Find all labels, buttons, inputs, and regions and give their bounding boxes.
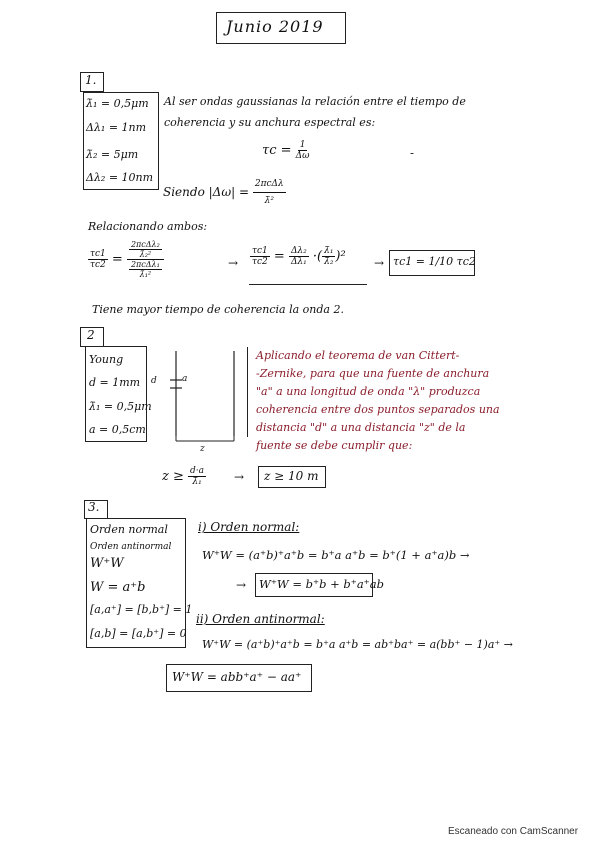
s3-i-result: W⁺W = b⁺b + b⁺a⁺ab — [259, 577, 384, 591]
scanner-watermark: Escaneado con CamScanner — [448, 826, 579, 837]
s2-eq-num: d·a — [188, 466, 207, 477]
s1-underline — [249, 284, 367, 285]
s3-i-eq: W⁺W = (a⁺b)⁺a⁺b = b⁺a a⁺b = b⁺(1 + a⁺a)b… — [202, 548, 470, 562]
s1-siendo-num: 2πcΔλ — [252, 176, 286, 193]
s3-i-arrow: → — [236, 578, 247, 592]
s1-eq-tc-den: Δω — [295, 151, 310, 161]
s2-data-2: λ̄₁ = 0,5μm — [89, 400, 152, 413]
s3-data-4: [a,a⁺] = [b,b⁺] = 1 — [90, 603, 193, 616]
s3-ii-result: W⁺W = abb⁺a⁺ − aa⁺ — [172, 670, 302, 684]
page-title: Junio 2019 — [226, 17, 324, 36]
s3-i-result-box — [255, 573, 373, 597]
s1-arrow-2: → — [374, 256, 385, 270]
s1-r-left-num: τc1 — [88, 249, 108, 260]
s1-r2-equals: = — [273, 249, 285, 264]
s2-result: z ≥ 10 m — [264, 469, 319, 483]
s3-data-0: Orden normal — [90, 523, 168, 536]
s1-r2-den: Δλ₁ — [290, 257, 307, 267]
s1-r2-num: Δλ₂ — [288, 246, 309, 257]
diagram-label-d: d — [151, 376, 157, 386]
section-3-data-box — [86, 518, 186, 648]
s2-eq-left: z ≥ — [162, 469, 184, 484]
s1-data-0: λ̄₁ = 0,5μm — [86, 97, 149, 110]
s2-result-box — [258, 466, 326, 488]
s3-data-3: W = a⁺b — [90, 580, 146, 595]
s1-r-mid-num-den: λ̄₂² — [139, 250, 152, 259]
s1-r-mid-den-den: λ̄₁² — [139, 270, 152, 279]
s2-text-2: "a" a una longitud de onda "λ" produzca — [256, 385, 481, 398]
s3-ii-result-box — [166, 664, 312, 692]
s2-text-4: distancia "d" a una distancia "z" de la — [256, 421, 466, 434]
s2-arrow: → — [234, 470, 245, 484]
s1-equals-sign: = — [111, 252, 123, 267]
s1-siendo-frac: 2πcΔλ λ̄² — [252, 176, 286, 209]
section-1-number: 1. — [85, 73, 97, 87]
s2-text-3: coherencia entre dos puntos separados un… — [256, 403, 500, 416]
young-diagram — [170, 351, 235, 442]
s1-eq-tc-left: τc = — [262, 143, 292, 158]
title-box — [216, 12, 346, 44]
diagram-label-a: a — [182, 374, 188, 384]
s2-eq-den: λ̄₁ — [192, 477, 202, 487]
section-1-number-box — [80, 72, 104, 92]
s1-text-1: Al ser ondas gaussianas la relación entr… — [164, 95, 466, 108]
s1-r-mid-den-num: 2πcΔλ₁ — [128, 260, 162, 270]
s1-r2-left-num: τc1 — [250, 246, 270, 257]
s1-text-2: coherencia y su anchura espectral es: — [164, 116, 376, 129]
s2-text-5: fuente se debe cumplir que: — [256, 439, 413, 452]
s1-r2-left-den: τc2 — [252, 257, 268, 267]
s1-r-mid-num-num: 2πcΔλ₂ — [128, 240, 162, 250]
s1-result-box — [389, 250, 475, 276]
s3-i-label: i) Orden normal: — [198, 520, 300, 534]
s1-r-left-den: τc2 — [90, 260, 106, 270]
s3-data-5: [a,b] = [a,b⁺] = 0 — [90, 627, 187, 640]
s3-data-1: Orden antinormal — [90, 542, 172, 552]
s3-data-2: W⁺W — [90, 556, 124, 571]
s2-data-1: d = 1mm — [89, 376, 141, 389]
s3-ii-label: ii) Orden antinormal: — [196, 612, 325, 626]
s1-siendo: Siendo |Δω| = 2πcΔλ λ̄² — [163, 176, 286, 209]
s1-data-1: Δλ₁ = 1nm — [86, 121, 147, 134]
s1-data-2: λ̄₂ = 5μm — [86, 148, 139, 161]
s2-vertical-rule — [247, 347, 248, 437]
s2-data-3: a = 0,5cm — [89, 423, 146, 436]
s1-r2-par-den: λ̄₂ — [324, 257, 334, 267]
s2-data-0: Young — [89, 353, 124, 366]
s1-relacionando: Relacionando ambos: — [88, 220, 208, 233]
s1-siendo-den: λ̄² — [264, 196, 274, 206]
section-3-number: 3. — [88, 500, 100, 514]
s2-text-0: Aplicando el teorema de van Cittert- — [256, 349, 460, 362]
s1-r2-par-num: λ̄₁ — [322, 246, 336, 257]
s1-dash: - — [410, 146, 415, 160]
s1-eq-tc-num: 1 — [297, 140, 308, 151]
section-1-data-box — [83, 92, 159, 190]
s1-r2-par-open: ·( — [312, 249, 323, 264]
section-2-data-box — [85, 346, 147, 442]
s1-result: τc1 = 1/10 τc2 — [393, 255, 476, 268]
section-2-number: 2 — [87, 328, 95, 342]
s1-conclusion: Tiene mayor tiempo de coherencia la onda… — [92, 303, 344, 316]
s3-ii-eq: W⁺W = (a⁺b)⁺a⁺b = b⁺a a⁺b = ab⁺ba⁺ = a(b… — [202, 638, 513, 651]
s1-arrow-1: → — [228, 256, 239, 270]
s2-text-1: -Zernike, para que una fuente de anchura — [256, 367, 490, 380]
diagram-label-z: z — [200, 444, 205, 454]
s1-data-3: Δλ₂ = 10nm — [86, 171, 154, 184]
s1-r2-par-close: )² — [335, 249, 346, 264]
s1-siendo-label: Siendo |Δω| = — [163, 185, 250, 199]
